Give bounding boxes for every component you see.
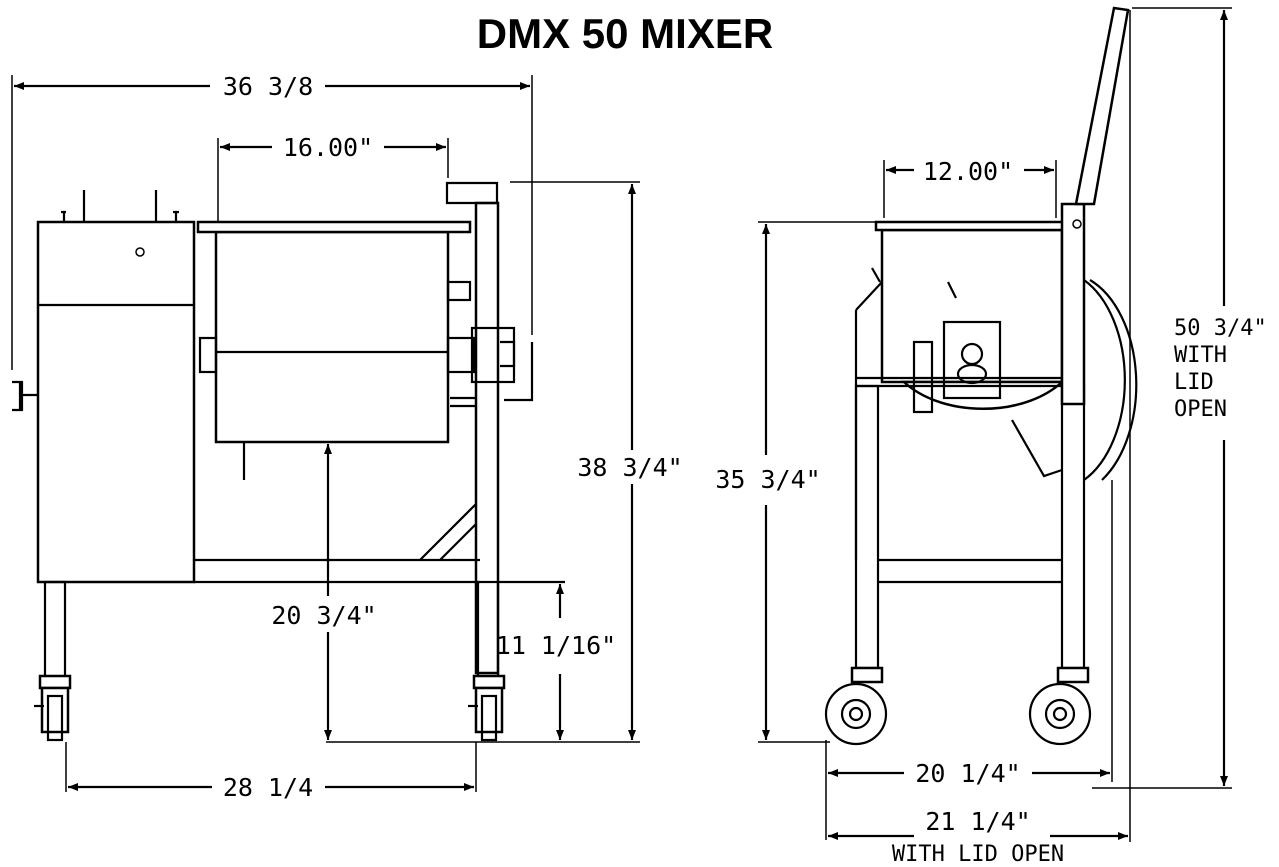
- left-caster: [34, 674, 72, 742]
- side-view: 12.00" 35 3/4" 50 3/4" WITH LID OPEN 20 …: [715, 6, 1267, 867]
- dim-frame-height: 11 1/16": [496, 631, 616, 660]
- dim-lid-open-height-line2: WITH: [1174, 343, 1227, 368]
- side-frame-column: [1060, 202, 1086, 406]
- mixing-tub: [214, 230, 450, 444]
- dim-side-height: 35 3/4": [715, 465, 820, 494]
- dim-lid-open-height-value: 50 3/4": [1174, 316, 1267, 341]
- dim-overall-width: 36 3/8: [223, 72, 313, 101]
- dim-lid-open-depth-note: WITH LID OPEN: [892, 842, 1064, 867]
- side-right-caster: [1028, 666, 1092, 746]
- dim-tub-depth: 12.00": [923, 157, 1013, 186]
- dim-tub-bottom-height: 20 3/4": [271, 601, 376, 630]
- tub-lid-rim: [196, 220, 472, 234]
- dim-caster-spacing: 28 1/4: [223, 773, 313, 802]
- dim-lid-open-height-line3: LID: [1174, 370, 1214, 395]
- dim-lid-open-height-line4: OPEN: [1174, 397, 1227, 422]
- frame-column: [474, 201, 500, 675]
- right-caster: [468, 674, 506, 742]
- dim-lid-open-depth-value: 21 1/4": [925, 807, 1030, 836]
- side-lid-open: [1074, 6, 1130, 206]
- motor-housing: [36, 220, 196, 584]
- drawing-title: DMX 50 MIXER: [477, 10, 773, 57]
- front-view: 36 3/8 16.00" 38 3/4" 20 3/4" 11 1/16" 2…: [11, 72, 683, 802]
- dim-tub-width: 16.00": [283, 133, 373, 162]
- dim-overall-height: 38 3/4": [577, 453, 682, 482]
- dim-base-depth: 20 1/4": [915, 759, 1020, 788]
- side-left-caster: [824, 666, 888, 746]
- side-tub: [880, 228, 1064, 384]
